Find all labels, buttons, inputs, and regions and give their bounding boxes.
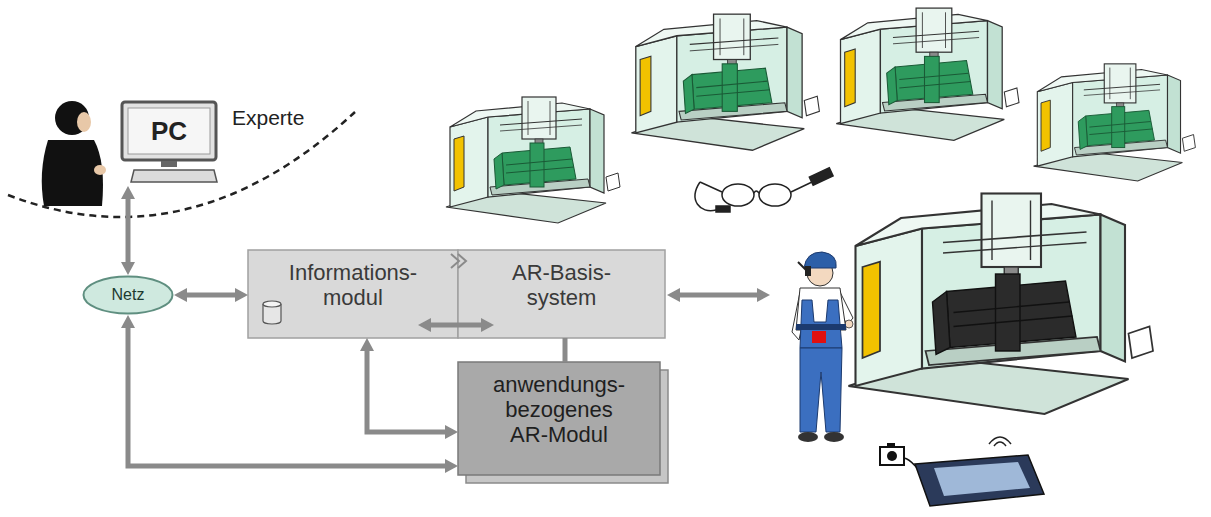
machine-part <box>1034 64 1196 181</box>
connector <box>174 288 248 302</box>
label-holder: Experte <box>232 106 304 130</box>
arrow-head <box>360 338 374 351</box>
tablet-camera-part <box>887 443 895 447</box>
worker-figure-part <box>805 266 811 276</box>
ar-glasses-part <box>695 182 716 211</box>
arrow-head <box>121 315 135 328</box>
tablet-camera-part <box>934 462 1030 496</box>
worker-arrow-part <box>757 288 770 302</box>
arrow-head <box>121 186 135 199</box>
connector-line <box>126 196 131 265</box>
arrow-head <box>445 425 458 439</box>
connector-line <box>367 348 448 432</box>
module-box: anwendungs- bezogenes AR-Modul <box>458 362 660 475</box>
connector <box>121 315 458 473</box>
ar-glasses-part <box>700 182 722 192</box>
machine <box>631 14 819 150</box>
monitor-outline-part <box>128 108 210 154</box>
ar-glasses-part <box>809 168 833 185</box>
monitor-outline-part <box>161 161 177 167</box>
connector <box>565 338 566 362</box>
worker-figure-part <box>798 262 806 270</box>
chevron-joint-part <box>458 254 466 268</box>
worker-figure-part <box>800 348 842 432</box>
arrow-head <box>445 459 458 473</box>
connector-line <box>428 323 484 328</box>
expert-figure <box>42 101 106 206</box>
ar-glasses-part <box>754 191 759 193</box>
ar-glasses-part <box>716 206 730 212</box>
worker-arrow <box>667 288 770 302</box>
chevron-joint-part <box>451 254 459 268</box>
network-ellipse: Netz <box>82 275 174 315</box>
connector <box>360 338 458 439</box>
worker-figure-part <box>796 324 846 330</box>
database-icon <box>263 301 281 324</box>
connector-line <box>184 293 238 298</box>
box-fill <box>458 250 665 338</box>
machine-large <box>849 194 1154 415</box>
ar-glasses-part <box>791 182 812 192</box>
machine-part <box>683 64 772 114</box>
monitor-outline-part <box>122 102 216 160</box>
machine-part <box>494 143 576 189</box>
chevron-joint <box>451 254 466 268</box>
tablet-camera-part <box>887 451 897 461</box>
expert-figure-part <box>94 165 106 175</box>
worker-figure <box>792 252 853 442</box>
expert-figure-part <box>77 112 91 132</box>
node-text: Informations- modul <box>273 260 433 310</box>
worker-figure-part <box>804 252 836 268</box>
connector <box>418 318 494 332</box>
worker-figure-part <box>824 432 844 442</box>
text-label: Experte <box>232 106 304 130</box>
arrow-head <box>121 262 135 275</box>
machine-large-part <box>849 194 1154 415</box>
worker-arrow-part <box>678 293 759 298</box>
connector <box>121 186 135 275</box>
tablet-camera-part <box>880 447 904 465</box>
tablet-camera-part <box>915 455 1044 506</box>
connector-line <box>128 325 448 466</box>
process-box: Informations- modul <box>248 250 458 338</box>
machine-part <box>631 14 819 150</box>
worker-arrow-part <box>667 288 680 302</box>
arrow-head <box>235 288 248 302</box>
ellipse-outline-part <box>84 277 173 314</box>
node-text: Netz <box>112 286 145 304</box>
monitor-outline-part <box>131 170 217 182</box>
node-text: anwendungs- bezogenes AR-Modul <box>484 372 634 447</box>
arrow-head <box>481 318 494 332</box>
ar-glasses-part <box>759 184 791 206</box>
tablet-camera-part <box>989 437 1011 444</box>
arrow-head <box>418 318 431 332</box>
node-text: PC <box>128 108 210 154</box>
ar-glasses <box>695 168 833 212</box>
machine-part <box>836 8 1019 140</box>
machine-part <box>887 56 973 104</box>
machine-part <box>1078 107 1154 150</box>
machine <box>836 8 1019 140</box>
machine-part <box>446 97 620 223</box>
ar-glasses-part <box>722 184 754 206</box>
database-icon-part <box>263 301 281 307</box>
machine <box>1034 64 1196 181</box>
pc-monitor: PC <box>120 100 218 186</box>
tablet-camera-part <box>994 442 1006 446</box>
process-box: AR-Basis- system <box>458 250 665 338</box>
box-fill <box>248 250 458 338</box>
machine <box>446 97 620 223</box>
worker-figure-part <box>812 331 826 343</box>
box-fill <box>458 362 660 475</box>
worker-figure-part <box>845 320 853 328</box>
arrow-head <box>174 288 187 302</box>
expert-figure-part <box>42 140 103 206</box>
tablet-camera <box>880 437 1044 506</box>
node-text: AR-Basis- system <box>497 260 627 310</box>
connector-line <box>563 338 568 362</box>
machine-large-part <box>933 274 1077 355</box>
worker-figure-part <box>798 432 818 442</box>
